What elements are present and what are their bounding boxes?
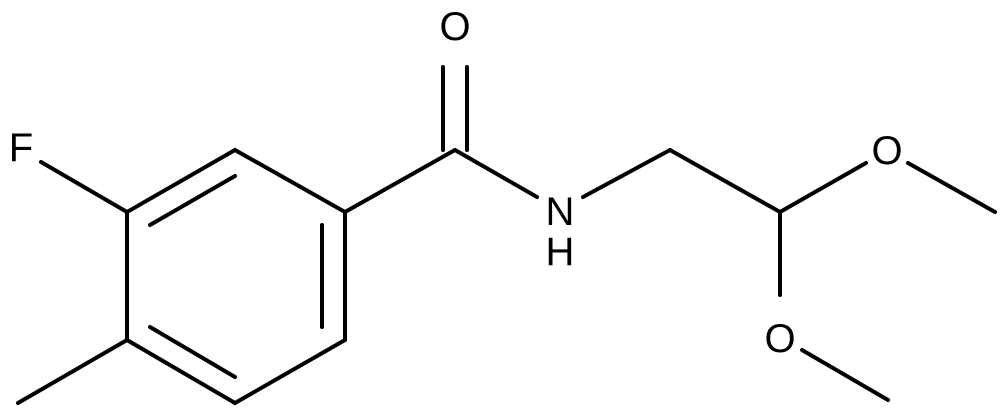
bond-oxygen-lower-methyl <box>800 348 890 402</box>
ring-bond-c6-c1 <box>125 148 237 214</box>
bond-carbonyl-nitrogen <box>453 148 539 199</box>
bond-c2-carbonyl <box>343 148 457 214</box>
ring-bond-c3-c4 <box>233 338 347 405</box>
ether-oxygen-upper-label: O <box>871 129 902 173</box>
ether-oxygen-lower-label: O <box>764 317 795 361</box>
ring-bond-c4-c5 <box>125 338 237 405</box>
bond-ch2-ch <box>668 148 782 214</box>
carbonyl-oxygen-label: O <box>439 5 470 49</box>
fluorine-label: F <box>9 126 33 170</box>
bond-c6-fluorine <box>39 160 129 214</box>
bond-layer <box>16 65 997 405</box>
atom-label-layer: F O N H O O <box>9 5 903 361</box>
bond-c5-methyl <box>16 338 129 405</box>
ring-inner-bond-bottom <box>148 325 237 379</box>
bond-ch-oxygen-upper <box>778 161 868 214</box>
ring-bond-c1-c2 <box>233 148 347 214</box>
ring-inner-bond-top <box>148 174 237 227</box>
bond-oxygen-upper-methyl <box>906 161 997 214</box>
bond-nitrogen-ch2 <box>581 148 672 199</box>
amide-hydrogen-label: H <box>546 230 575 274</box>
amide-nitrogen-label: N <box>546 190 575 234</box>
